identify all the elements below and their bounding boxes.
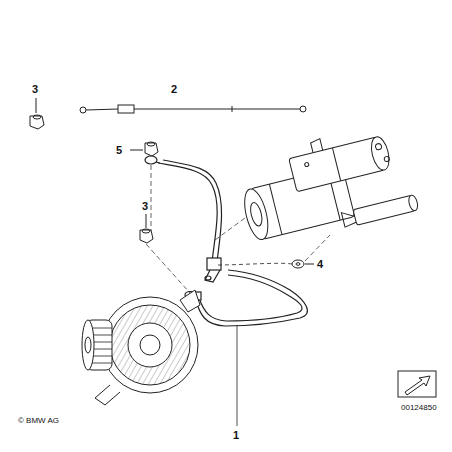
callout-number: 4 [317,259,323,270]
nut [130,142,158,156]
alternator [82,290,200,405]
callout-number: 3 [142,201,148,212]
orientation-icon [398,371,436,397]
starter-motor [233,120,419,251]
nut [140,214,153,243]
callout-number: 5 [116,145,122,156]
nut [30,98,44,129]
cable-2 [80,105,306,113]
callout-number: 1 [233,430,239,441]
drawing-number: 00124850 [401,404,437,412]
copyright-note: © BMW AG [18,417,59,425]
washer [292,260,314,268]
callout-number: 3 [32,84,38,95]
callout-number: 2 [171,84,177,95]
